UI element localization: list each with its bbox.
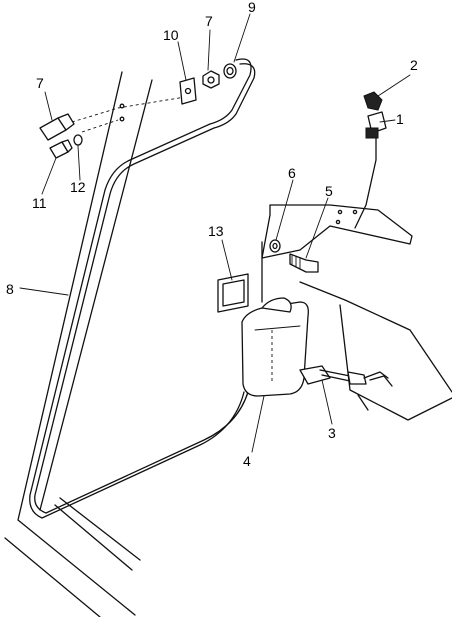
cab-frame [4, 71, 153, 617]
nozzle-part-7-left [39, 113, 75, 141]
callout-11: 11 [32, 195, 47, 211]
callout-10: 10 [163, 27, 179, 43]
callout-12: 12 [70, 179, 86, 195]
callout-7-left: 7 [36, 75, 44, 91]
callout-4: 4 [243, 453, 251, 469]
decal-part-13 [217, 273, 249, 313]
callout-13: 13 [208, 223, 224, 239]
clamp-part-9 [223, 63, 237, 79]
fitting-part-11 [49, 139, 73, 159]
callout-numbers: 1 2 3 4 5 6 7 7 8 9 10 11 12 13 [6, 0, 418, 469]
leader-lines [19, 13, 411, 453]
pump-part-3 [299, 365, 393, 387]
washer-hose [29, 58, 256, 519]
washer-tank-part-4 [241, 241, 309, 397]
washer-part-6 [269, 239, 281, 253]
callout-5: 5 [325, 183, 333, 199]
washer-part-12 [73, 134, 83, 146]
switch-part-1 [354, 111, 387, 229]
bolt-part-5 [289, 253, 319, 273]
cap-part-2 [363, 91, 383, 111]
callout-9: 9 [248, 0, 256, 15]
nut-part-7-top [202, 70, 220, 89]
callout-3: 3 [328, 425, 336, 441]
callout-7-top: 7 [205, 13, 213, 29]
callout-6: 6 [288, 165, 296, 181]
mounting-bracket [261, 204, 413, 259]
callout-2: 2 [410, 57, 418, 73]
body-panel [299, 281, 452, 421]
bracket-part-10 [179, 77, 197, 105]
callout-1: 1 [396, 111, 404, 127]
routing-lines [71, 96, 186, 133]
callout-8: 8 [6, 281, 14, 297]
